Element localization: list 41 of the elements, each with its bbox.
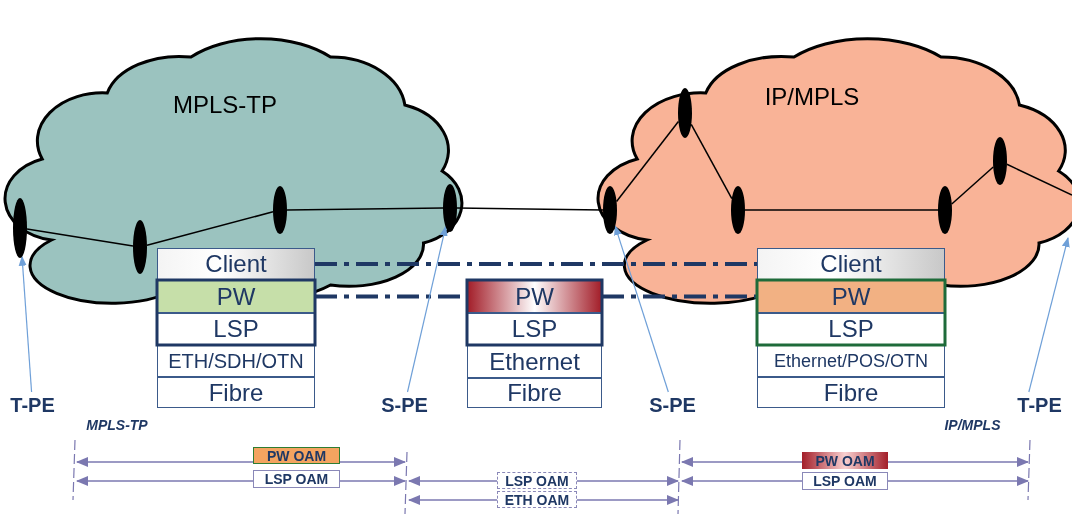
connector-line xyxy=(18,255,33,393)
router-node xyxy=(678,88,692,138)
protocol-layer: Ethernet xyxy=(467,345,602,378)
domain-label: IP/MPLS xyxy=(943,416,1002,435)
connector-line xyxy=(614,225,669,393)
router-node xyxy=(603,186,617,234)
connector-line xyxy=(951,166,994,205)
protocol-layer: PW xyxy=(757,280,945,313)
oam-label: LSP OAM xyxy=(802,472,888,490)
router-node xyxy=(13,198,27,258)
protocol-layer: ETH/SDH/OTN xyxy=(157,345,315,377)
connector-line xyxy=(615,120,680,203)
connector-line xyxy=(315,262,757,266)
pe-label: S-PE xyxy=(645,392,700,418)
connector-line xyxy=(456,207,604,211)
connector-line xyxy=(146,211,274,246)
protocol-layer: PW xyxy=(467,280,602,313)
oam-label: PW OAM xyxy=(802,452,888,469)
connector-line xyxy=(406,225,448,393)
connector-line xyxy=(690,123,733,200)
pe-label: T-PE xyxy=(5,392,60,418)
connector-line xyxy=(1028,237,1070,393)
protocol-layer: Ethernet/POS/OTN xyxy=(757,345,945,377)
pe-label: T-PE xyxy=(1012,392,1067,418)
oam-label: LSP OAM xyxy=(253,470,340,488)
connector-line xyxy=(26,228,134,247)
network-name: IP/MPLS xyxy=(763,83,861,111)
connector-line xyxy=(744,209,939,211)
protocol-layer: Fibre xyxy=(757,377,945,408)
connector-line xyxy=(602,294,757,299)
protocol-layer: Fibre xyxy=(157,377,315,408)
oam-label: ETH OAM xyxy=(497,491,577,508)
connector-line xyxy=(286,207,444,211)
pe-label: S-PE xyxy=(377,392,432,418)
connector-line xyxy=(1006,163,1072,196)
oam-label: PW OAM xyxy=(253,447,340,464)
network-name: MPLS-TP xyxy=(172,91,278,119)
oam-label: LSP OAM xyxy=(497,472,577,489)
protocol-layer: Fibre xyxy=(467,378,602,408)
protocol-layer: PW xyxy=(157,280,315,313)
domain-label: MPLS-TP xyxy=(85,416,149,435)
